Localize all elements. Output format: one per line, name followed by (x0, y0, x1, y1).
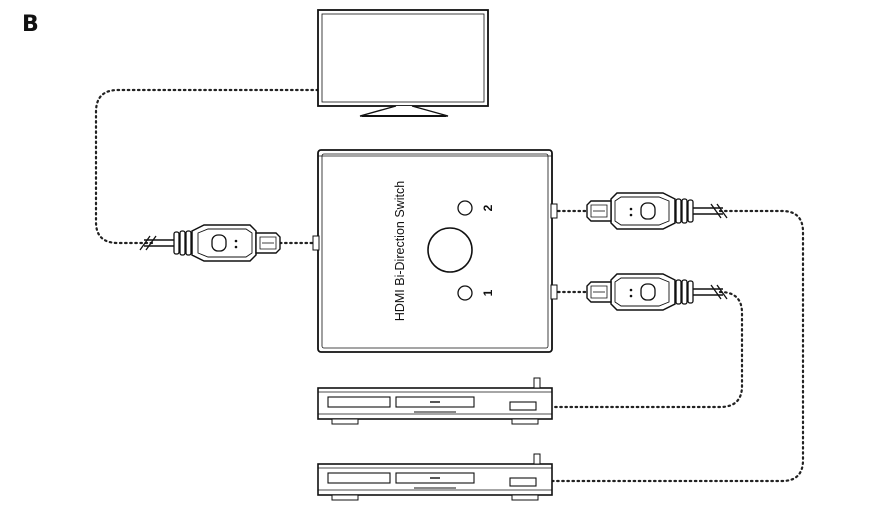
source-device-icon (318, 454, 552, 500)
device-label: HDMI Bi-Direction Switch (393, 181, 407, 321)
select-button (428, 228, 472, 272)
cable-tv-to-left-plug (96, 90, 318, 243)
port-1-led (458, 286, 472, 300)
port-2-label: 2 (481, 204, 495, 211)
port-1-label: 1 (481, 289, 495, 296)
hdmi-switch-icon (313, 150, 557, 352)
hdmi-plug-icon (587, 193, 727, 229)
hdmi-plug-icon (140, 225, 280, 261)
source-device-icon (318, 378, 552, 424)
cable-upper-plug-to-lower-device (553, 211, 803, 481)
hdmi-plug-icon (587, 274, 727, 310)
tv-icon (318, 10, 488, 116)
figure-label: B (22, 12, 39, 37)
port-2-led (458, 201, 472, 215)
